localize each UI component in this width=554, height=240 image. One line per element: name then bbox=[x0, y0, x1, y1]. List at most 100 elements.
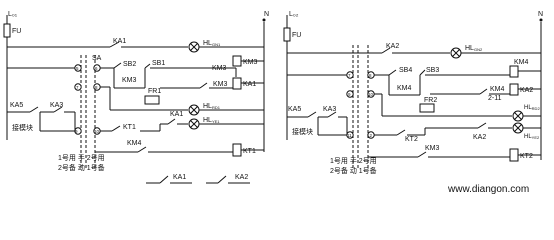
right-km3-contact bbox=[417, 151, 427, 158]
svg-text:10: 10 bbox=[368, 92, 374, 97]
left-ka3-label: KA3 bbox=[50, 102, 63, 109]
left-kt1-coil bbox=[232, 143, 242, 157]
right-ka5-label: KA5 bbox=[288, 106, 301, 113]
svg-text:KM3: KM3 bbox=[213, 81, 228, 88]
left-terminal-label: 接模块 bbox=[12, 123, 33, 132]
svg-text:8: 8 bbox=[369, 73, 372, 78]
right-ka2-coil bbox=[509, 83, 519, 96]
right-mode-line2: 2号备 动 1号备 bbox=[330, 166, 377, 175]
svg-text:7: 7 bbox=[76, 85, 79, 90]
left-ka1-coil-label: KA1 bbox=[243, 81, 256, 88]
left-sa-contacts: 5 6 7 8 9 10 bbox=[74, 64, 101, 135]
right-ka3-contact bbox=[327, 111, 337, 118]
right-lamp-ye2-label: HLYE2 bbox=[524, 134, 540, 140]
svg-text:9: 9 bbox=[348, 92, 351, 97]
left-km4-label: KM4 bbox=[127, 140, 142, 147]
right-ka2-top-contact bbox=[381, 47, 391, 54]
left-fuse bbox=[3, 23, 11, 38]
left-supply-label: L₀₁ bbox=[8, 11, 18, 18]
right-ka2-contact bbox=[477, 122, 487, 129]
left-sa-label: SA bbox=[92, 55, 102, 62]
left-lamp-ye1-label: HLYE1 bbox=[203, 117, 220, 124]
left-km4-contact bbox=[137, 146, 147, 153]
left-ka1-coil bbox=[232, 77, 242, 90]
left-fr1 bbox=[144, 95, 160, 105]
left-ka1-top-label: KA1 bbox=[113, 38, 126, 45]
right-ka2-coil-label: KA2 bbox=[520, 87, 533, 94]
right-sb4-label: SB4 bbox=[399, 67, 412, 74]
left-ka1-contact bbox=[167, 118, 176, 125]
right-terminal-label: 接模块 bbox=[292, 127, 313, 136]
right-kt2-coil-label: KT2 bbox=[520, 153, 533, 160]
left-lamp-rd1-label: HLRD1 bbox=[203, 103, 221, 110]
svg-text:KM3: KM3 bbox=[243, 59, 258, 66]
left-sb1-label: SB1 bbox=[152, 60, 165, 67]
right-km4-self-label: KM4 bbox=[397, 85, 412, 92]
left-lamp-gn1-label: HLGN1 bbox=[203, 40, 221, 47]
right-sb3-label: SB3 bbox=[426, 67, 439, 74]
right-sa-contacts: 7 8 9 10 11 12 bbox=[346, 71, 375, 139]
circuit-diagram: L₀₁ N FU KA1 HLGN1 SA 5 6 7 8 bbox=[3, 11, 543, 195]
left-km3-coil bbox=[232, 55, 242, 67]
right-kt2-contact-label: KT2 bbox=[405, 136, 418, 143]
left-fr1-label: FR1 bbox=[148, 88, 161, 95]
right-sb3-contact bbox=[419, 69, 426, 76]
right-km4-coil bbox=[509, 65, 519, 78]
left-sb1-contact bbox=[144, 63, 151, 69]
right-kt2-contact bbox=[396, 129, 406, 136]
right-km4-contact bbox=[479, 88, 488, 95]
right-km3-label: KM3 bbox=[425, 145, 440, 152]
right-neutral-label: N bbox=[538, 11, 543, 18]
left-ka3-contact bbox=[53, 106, 63, 113]
left-mode-line1: 1号用 手 2号用 bbox=[58, 153, 105, 162]
left-kt1-contact-label: KT1 bbox=[123, 124, 136, 131]
right-circuit: L₀₂ N FU KA2 HLGN2 7 8 9 10 11 12 bbox=[283, 11, 543, 175]
left-km3-self-label: KM3 bbox=[122, 77, 137, 84]
right-sb4-contact bbox=[388, 69, 397, 76]
right-lamp-rd2-label: HLRD2 bbox=[524, 105, 540, 111]
left-ka1-contact-label: KA1 bbox=[170, 111, 183, 118]
left-ka5-label: KA5 bbox=[10, 102, 23, 109]
left-kt1-contact bbox=[111, 125, 121, 132]
left-kt1-coil-label: KT1 bbox=[243, 148, 256, 155]
left-neutral-dot bbox=[262, 18, 266, 22]
right-supply-label: L₀₂ bbox=[289, 11, 299, 18]
svg-text:8: 8 bbox=[95, 85, 98, 90]
left-sb2-contact bbox=[113, 62, 122, 69]
watermark: www.diangon.com bbox=[447, 184, 529, 195]
left-km3-top-label: KM3 bbox=[212, 65, 227, 72]
right-ka2-contact-label: KA2 bbox=[473, 134, 486, 141]
right-lamp-gn2-label: HLGN2 bbox=[465, 45, 483, 52]
left-bottom-ka1-label: KA1 bbox=[173, 174, 186, 181]
right-fuse bbox=[283, 27, 291, 42]
right-contact-2-11: 2-11 bbox=[488, 95, 502, 102]
left-bottom-ka1-contact bbox=[159, 175, 169, 184]
right-kt2-coil bbox=[509, 148, 519, 162]
right-fuse-label: FU bbox=[292, 32, 301, 39]
svg-text:12: 12 bbox=[367, 133, 373, 138]
left-fuse-label: FU bbox=[12, 28, 21, 35]
svg-text:5: 5 bbox=[76, 66, 79, 71]
left-km3-contact bbox=[199, 82, 208, 89]
svg-text:10: 10 bbox=[94, 129, 100, 134]
right-ka3-label: KA3 bbox=[323, 106, 336, 113]
right-fr2 bbox=[419, 103, 435, 113]
right-ka2-top-label: KA2 bbox=[386, 43, 399, 50]
svg-text:9: 9 bbox=[75, 129, 78, 134]
left-mode-line2: 2号备 动 1号备 bbox=[58, 163, 105, 172]
left-bottom-ka2-label: KA2 bbox=[235, 174, 248, 181]
left-bottom-ka2-contact bbox=[217, 175, 227, 184]
left-ka1-top-contact bbox=[109, 41, 120, 48]
right-fr2-label: FR2 bbox=[424, 97, 437, 104]
right-km4-coil-label: KM4 bbox=[514, 59, 529, 66]
left-ka5-contact bbox=[29, 106, 39, 113]
right-ka5-contact bbox=[307, 111, 317, 118]
left-neutral-label: N bbox=[264, 11, 269, 18]
svg-text:7: 7 bbox=[348, 73, 351, 78]
svg-text:11: 11 bbox=[347, 133, 352, 138]
left-circuit: L₀₁ N FU KA1 HLGN1 SA 5 6 7 8 bbox=[3, 11, 269, 184]
left-sb2-label: SB2 bbox=[123, 61, 136, 68]
right-mode-line1: 1号用 手 2号用 bbox=[330, 156, 377, 165]
svg-text:6: 6 bbox=[95, 66, 98, 71]
right-km4-contact-label: KM4 bbox=[490, 86, 505, 93]
